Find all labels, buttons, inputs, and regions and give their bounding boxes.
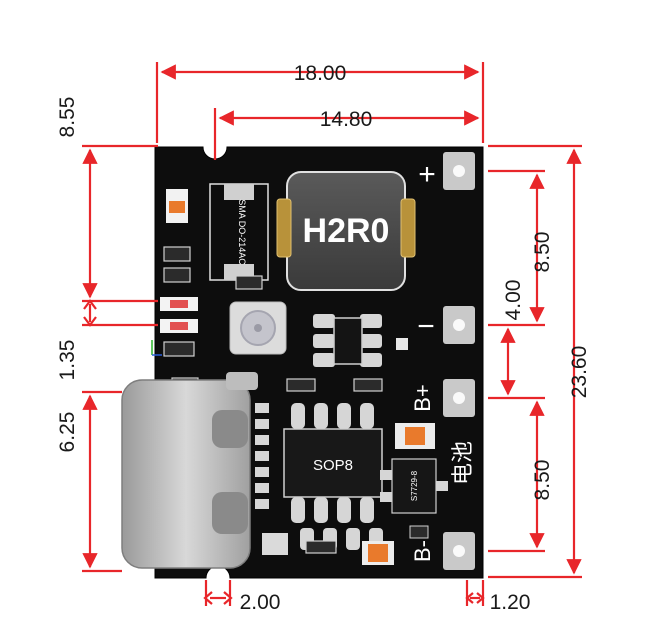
led-1-chip [170,300,188,308]
resistor-5 [286,378,316,392]
bottom-pad-l [262,533,288,555]
usb-pad-2 [255,419,269,429]
resistor-3 [163,341,195,357]
usb-shell [121,379,251,569]
sop8-label: SOP8 [313,457,353,474]
chip-code: S7729-8 [410,470,419,501]
label-625: 6.25 [56,412,79,453]
usb-pad-1 [255,403,269,413]
silkscreen-labels: + − B+ B- 电池 [410,158,475,562]
label-bplus: B+ [410,384,435,412]
sop8-pin-2 [314,403,328,429]
usb-pad-6 [255,483,269,493]
pad-minus-hole [453,319,465,331]
label-plus: + [418,158,436,191]
usb-tab-top [212,410,248,448]
usb-pad-7 [255,499,269,509]
sot-pin-3 [436,481,448,491]
resistor-6 [353,378,383,392]
usb-pad-column [255,403,269,509]
left-components [160,189,263,357]
bottom-pin-3 [346,528,360,550]
cap-top-body [169,201,185,213]
pad-b1 [360,314,382,328]
inductor-pad-left [276,198,292,258]
cap-bottom-body [368,544,388,562]
pad-a1 [313,314,335,328]
label-battery: 电池 [450,441,475,485]
label-bminus: B- [410,540,435,562]
label-400: 4.00 [502,280,525,321]
usb-pad-5 [255,467,269,477]
arrow-135-top [83,299,97,310]
resistor-9 [305,540,337,554]
label-2360: 23.60 [568,346,591,399]
sop8-pin-3 [337,403,351,429]
pad-a3 [313,353,335,367]
arrow-200-right [223,591,233,605]
usb-top-lug [226,372,258,390]
label-850-bottom: 8.50 [531,460,554,501]
bottom-components [262,528,394,565]
tiny-cap [396,338,408,350]
label-minus: − [417,310,435,343]
terminal-pads [443,152,475,570]
arrow-135-bottom [83,316,97,327]
sot-pin-1 [380,470,392,480]
pad-b2 [360,334,382,348]
pad-a2 [313,334,335,348]
sop8-pin-1 [291,403,305,429]
label-18: 18.00 [294,62,347,85]
sop8-pin-6 [314,497,328,523]
resistor-1 [163,246,191,262]
inductor-label: H2R0 [303,212,390,250]
sop8-pin-8 [360,497,374,523]
sot-chip [333,317,363,365]
dimension-labels: 18.00 14.80 8.55 1.35 6.25 8.50 4.00 8.5… [56,62,591,614]
diode-pad-top [224,184,254,200]
inductor: H2R0 [276,171,416,291]
usb-pad-4 [255,451,269,461]
pad-plus-hole [453,165,465,177]
usb-c-connector [121,372,258,569]
label-855: 8.55 [56,97,79,138]
right-parts: S7729-8 [380,423,448,539]
arrow-120-left [465,592,474,604]
usb-tab-bottom [212,492,248,534]
axis-indicator [151,340,162,356]
resistor-8 [409,525,429,539]
led-2-chip [170,322,188,330]
arrow-200-left [203,591,213,605]
arrow-120-right [476,592,485,604]
usb-pad-3 [255,435,269,445]
mosfet-area [313,314,408,367]
potentiometer [229,301,287,355]
sot-pin-2 [380,492,392,502]
sop8-pin-7 [337,497,351,523]
pad-b3 [360,353,382,367]
dimension-lines [82,62,582,606]
label-1480: 14.80 [320,108,373,131]
label-850-top: 8.50 [531,232,554,273]
pad-bplus-hole [453,392,465,404]
sop8-pin-5 [291,497,305,523]
inductor-pad-right [400,198,416,258]
diode-code: SMA DO-214AC [237,199,247,265]
sop8-pin-4 [360,403,374,429]
label-135: 1.35 [56,340,79,381]
pad-bminus-hole [453,545,465,557]
label-200: 2.00 [240,591,281,614]
label-120: 1.20 [490,591,531,614]
resistor-2 [163,267,191,283]
sot23-chip [391,458,437,514]
cap-mid-body [405,427,425,445]
sop8-body [283,428,383,498]
resistor-4 [235,275,263,290]
pot-center [254,324,262,332]
sop8-ic: SOP8 [283,403,383,523]
